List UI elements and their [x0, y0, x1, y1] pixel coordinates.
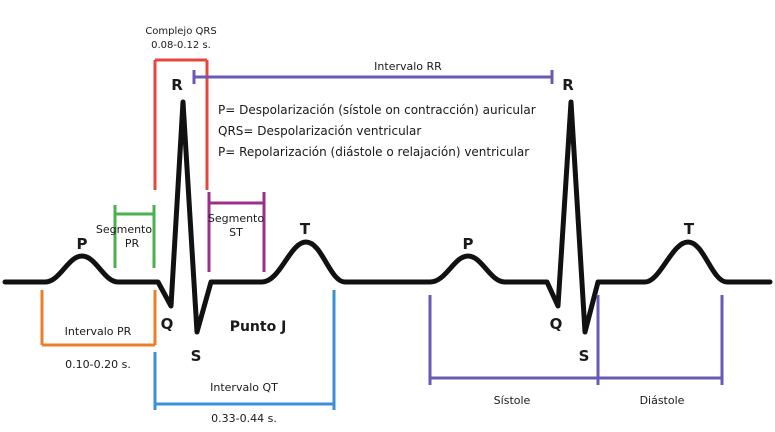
pr-interval-bracket	[40, 290, 157, 347]
qrs-complex-range: 0.08-0.12 s.	[151, 40, 211, 51]
wave-s-label-1: S	[191, 347, 202, 365]
legend-line-3: P= Repolarización (diástole o relajación…	[218, 145, 529, 159]
rr-interval-label: Intervalo RR	[374, 60, 442, 73]
pr-segment-label-line2: PR	[125, 237, 140, 250]
wave-q-label-1: Q	[161, 315, 174, 333]
j-point-label: Punto J	[230, 319, 287, 335]
legend-line-1: P= Despolarización (sístole on contracci…	[218, 103, 536, 117]
diastole-label: Diástole	[640, 394, 685, 407]
qrs-complex-title: Complejo QRS	[145, 26, 216, 37]
pr-interval-range: 0.10-0.20 s.	[65, 358, 131, 371]
pr-interval-title: Intervalo PR	[65, 325, 132, 338]
rr-interval-bracket	[192, 70, 554, 84]
wave-r-label-2: R	[562, 76, 574, 94]
wave-p-label-1: P	[77, 235, 88, 253]
wave-t-label-1: T	[300, 220, 311, 238]
wave-s-label-2: S	[579, 347, 590, 365]
qt-interval-title: Intervalo QT	[210, 381, 278, 394]
qrs-complex-bracket	[153, 58, 209, 190]
systole-diastole-bracket	[428, 295, 724, 385]
legend-line-2: QRS= Despolarización ventricular	[218, 124, 421, 138]
pr-segment-bracket	[113, 205, 156, 268]
systole-label: Sístole	[494, 394, 531, 407]
ecg-trace	[2, 99, 773, 335]
pr-segment-label-line1: Segmento	[96, 223, 153, 236]
st-segment-label-line1: Segmento	[208, 212, 265, 225]
wave-t-label-2: T	[684, 220, 695, 238]
wave-q-label-2: Q	[550, 315, 563, 333]
qt-interval-bracket	[153, 290, 336, 410]
st-segment-label-line2: ST	[229, 226, 243, 239]
qt-interval-range: 0.33-0.44 s.	[211, 412, 277, 425]
wave-r-label-1: R	[171, 76, 183, 94]
wave-p-label-2: P	[463, 235, 474, 253]
st-segment-bracket	[207, 192, 266, 272]
